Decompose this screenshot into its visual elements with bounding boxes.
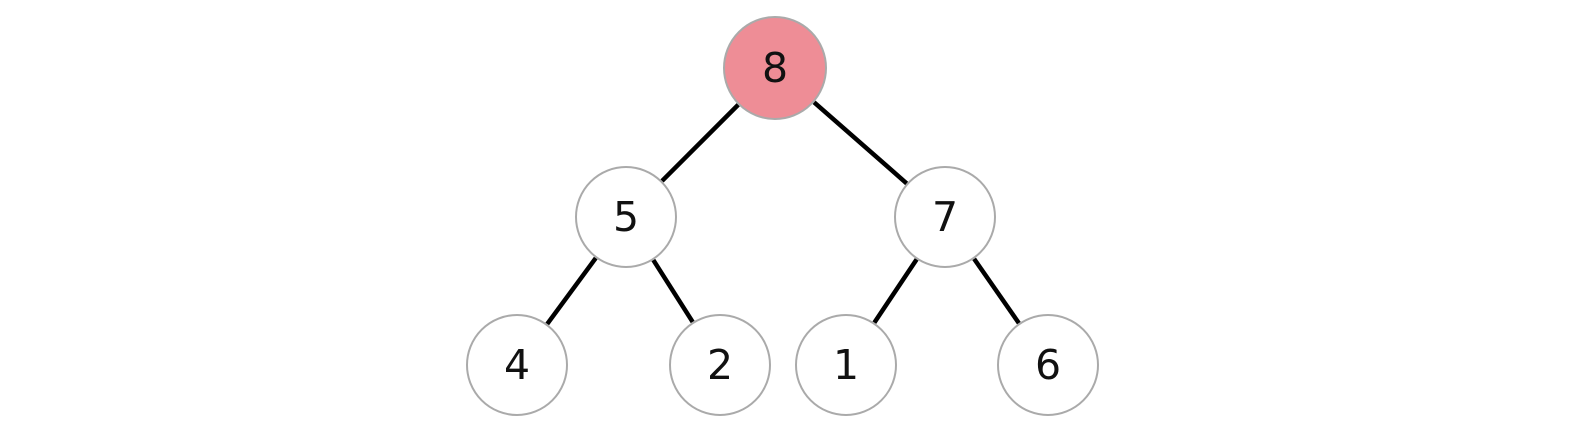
tree-node-label: 4 xyxy=(503,340,531,389)
tree-node-5[interactable]: 5 xyxy=(575,166,677,268)
tree-node-8[interactable]: 8 xyxy=(723,16,827,120)
tree-node-7[interactable]: 7 xyxy=(894,166,996,268)
tree-node-6[interactable]: 6 xyxy=(997,314,1099,416)
tree-node-label: 1 xyxy=(832,340,860,389)
tree-node-label: 2 xyxy=(706,340,734,389)
tree-node-label: 8 xyxy=(761,43,789,92)
tree-node-label: 7 xyxy=(931,192,959,241)
tree-node-1[interactable]: 1 xyxy=(795,314,897,416)
tree-node-label: 5 xyxy=(612,192,640,241)
tree-node-2[interactable]: 2 xyxy=(669,314,771,416)
tree-node-4[interactable]: 4 xyxy=(466,314,568,416)
tree-node-label: 6 xyxy=(1034,340,1062,389)
